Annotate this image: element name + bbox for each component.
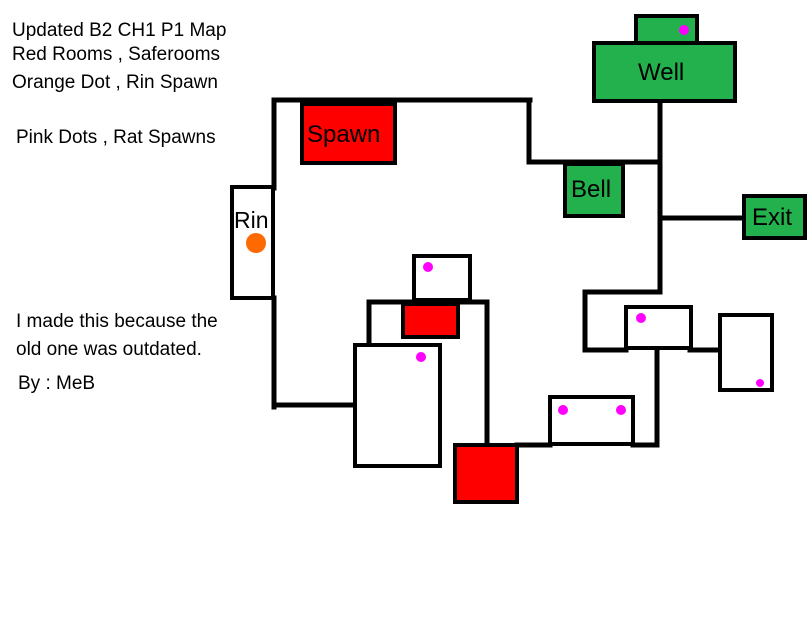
rat-spawn-dot xyxy=(558,405,568,415)
room-bottom-middle xyxy=(548,395,635,446)
well-room xyxy=(592,41,737,103)
bell-label: Bell xyxy=(571,176,611,203)
legend-title: Updated B2 CH1 P1 Map xyxy=(12,20,227,41)
room-lower-left xyxy=(353,343,442,468)
rat-spawn-dot xyxy=(756,379,764,387)
room-far-right xyxy=(718,313,774,392)
bell-room xyxy=(563,162,625,218)
spawn-room xyxy=(300,102,397,165)
spawn-label: Spawn xyxy=(307,121,380,148)
rin-spawn-dot xyxy=(246,233,266,253)
note-line-1: I made this because the xyxy=(16,311,218,332)
rin-label: Rin xyxy=(234,207,269,233)
room-right-middle xyxy=(624,305,693,350)
well-label: Well xyxy=(638,59,684,86)
rat-spawn-dot xyxy=(679,25,689,35)
exit-label: Exit xyxy=(752,204,792,231)
legend-orange-dot: Orange Dot , Rin Spawn xyxy=(12,72,218,93)
rat-spawn-dot xyxy=(423,262,433,272)
rat-spawn-dot xyxy=(636,313,646,323)
byline: By : MeB xyxy=(18,373,96,394)
legend-pink-dots: Pink Dots , Rat Spawns xyxy=(16,127,216,148)
rat-spawn-dot xyxy=(616,405,626,415)
legend-red-rooms: Red Rooms , Saferooms xyxy=(12,44,221,65)
note-line-2: old one was outdated. xyxy=(16,339,202,360)
room-top-small xyxy=(412,254,472,302)
exit-room xyxy=(742,194,807,240)
saferoom-middle xyxy=(401,302,460,339)
corridor-lines xyxy=(271,97,747,448)
rat-spawn-dot xyxy=(416,352,426,362)
saferoom-bottom xyxy=(453,443,519,504)
